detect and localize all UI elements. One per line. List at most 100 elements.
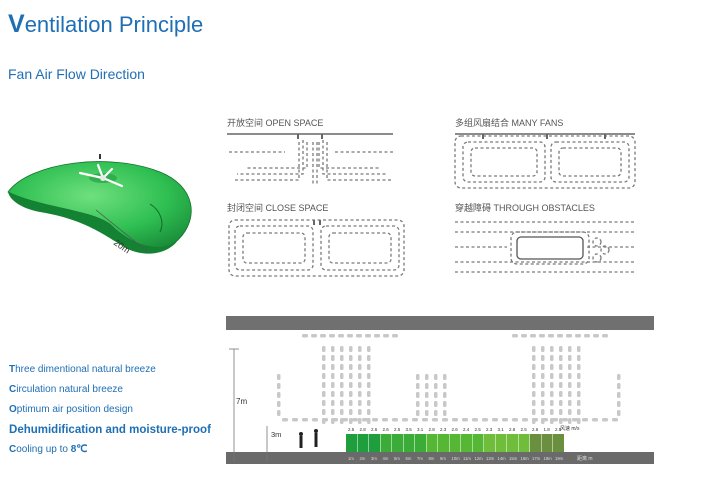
airflow-dash — [322, 409, 326, 415]
airflow-dash — [559, 382, 563, 388]
airflow-dash — [584, 334, 590, 338]
distance-value: 7m — [417, 456, 423, 461]
features-list: Three dimentional natural breeze Circula… — [9, 360, 224, 460]
airflow-dash — [349, 400, 353, 406]
airflow-dash — [338, 334, 344, 338]
airflow-dash — [425, 374, 429, 380]
label-through-obstacles: 穿越障碍 THROUGH OBSTACLES — [455, 202, 595, 213]
airflow-dash — [492, 418, 498, 422]
airflow-dash — [550, 391, 554, 397]
airflow-dash — [322, 418, 328, 422]
speed-cell — [403, 434, 415, 452]
airflow-dash — [617, 401, 621, 407]
airflow-dash — [331, 373, 335, 379]
speed-unit-label: 风速 m/s — [560, 426, 580, 432]
airflow-dash — [482, 418, 488, 422]
airflow-dash — [512, 334, 518, 338]
speed-value: 3.1 — [417, 427, 424, 432]
airflow-dash — [322, 373, 326, 379]
height-3m-label: 3m — [271, 430, 281, 439]
airflow-dash — [322, 364, 326, 370]
airflow-dash — [521, 334, 527, 338]
airflow-dash — [550, 409, 554, 415]
speed-value: 3.5 — [406, 427, 413, 432]
airflow-dash — [365, 334, 371, 338]
airflow-dash — [277, 374, 281, 380]
airflow-dash — [432, 418, 438, 422]
airflow-dash — [331, 391, 335, 397]
airflow-dash — [349, 418, 353, 424]
airflow-dash — [322, 346, 326, 352]
airflow-dash — [572, 418, 578, 422]
airflow-dash — [443, 401, 447, 407]
fan-illustration: 20m — [7, 154, 192, 255]
open-space-diagram — [227, 133, 393, 184]
airflow-dash — [559, 400, 563, 406]
airflow-dash — [577, 346, 581, 352]
airflow-dash — [568, 418, 572, 424]
airflow-dash — [329, 334, 335, 338]
label-open-space: 开放空间 OPEN SPACE — [227, 117, 323, 128]
airflow-dash — [442, 418, 448, 422]
airflow-dash — [577, 364, 581, 370]
airflow-dash — [568, 391, 572, 397]
airflow-dash — [443, 374, 447, 380]
airflow-dash — [568, 346, 572, 352]
feature-item: Three dimentional natural breeze — [9, 364, 156, 375]
airflow-dash — [392, 334, 398, 338]
airflow-dash — [349, 355, 353, 361]
speed-cell — [530, 434, 541, 452]
airflow-dash — [311, 334, 317, 338]
airflow-dash — [349, 409, 353, 415]
airflow-dash — [443, 392, 447, 398]
page-title: Ventilation Principle — [8, 10, 203, 39]
airflow-dash — [340, 364, 344, 370]
airflow-dash — [617, 374, 621, 380]
speed-cell — [484, 434, 495, 452]
distance-value: 5m — [394, 456, 400, 461]
airflow-dash — [332, 418, 338, 422]
speed-cell — [553, 434, 564, 452]
speed-value: 2.5 — [394, 427, 401, 432]
airflow-dash — [416, 383, 420, 389]
speed-value: 2.5 — [348, 427, 355, 432]
airflow-dash — [302, 334, 308, 338]
speed-value: 3.1 — [498, 427, 505, 432]
airflow-dash — [472, 418, 478, 422]
airflow-dash — [322, 355, 326, 361]
airflow-dash — [425, 383, 429, 389]
airflow-dash — [532, 391, 536, 397]
airflow-dash — [412, 418, 418, 422]
airflow-dash — [532, 382, 536, 388]
distance-value: 14m — [498, 456, 507, 461]
airflow-dash — [331, 409, 335, 415]
speed-cell — [472, 434, 484, 452]
airflow-dash — [602, 418, 608, 422]
speed-cell — [426, 434, 438, 452]
airflow-dash — [416, 410, 420, 416]
airflow-dash — [340, 409, 344, 415]
airflow-dash — [434, 401, 438, 407]
airflow-dash — [349, 391, 353, 397]
airflow-dash — [522, 418, 528, 422]
feature-item: Circulation natural breeze — [9, 384, 123, 395]
airflow-dash — [568, 400, 572, 406]
airflow-dash — [322, 400, 326, 406]
feature-item: Cooling up to 8℃ — [9, 444, 88, 455]
airflow-dash — [367, 373, 371, 379]
airflow-dash — [358, 346, 362, 352]
speed-value: 2.8 — [509, 427, 516, 432]
airflow-dash — [541, 391, 545, 397]
airflow-dash — [331, 355, 335, 361]
airflow-dash — [367, 355, 371, 361]
speed-cell — [507, 434, 518, 452]
speed-value: 2.3 — [440, 427, 447, 432]
airflow-dash — [347, 334, 353, 338]
through-obstacles-diagram — [455, 221, 635, 273]
airflow-dash — [320, 334, 326, 338]
speed-value: 2.5 — [475, 427, 482, 432]
airflow-dash — [425, 392, 429, 398]
airflow-dash — [532, 355, 536, 361]
